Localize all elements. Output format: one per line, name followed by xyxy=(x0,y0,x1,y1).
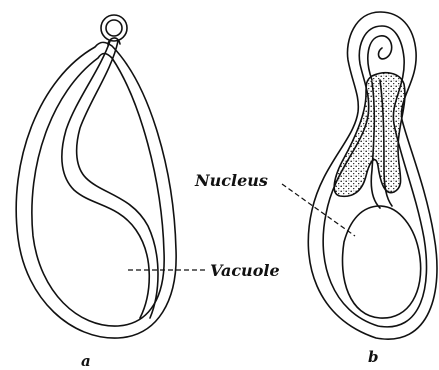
cell-a-outer-wall xyxy=(16,42,176,338)
label-nucleus: Nucleus xyxy=(194,171,268,190)
label-panel-b: b xyxy=(368,348,379,366)
cell-a-top-loop-inner xyxy=(106,20,122,36)
label-vacuole: Vacuole xyxy=(210,261,280,280)
cell-b-nucleus xyxy=(334,73,405,197)
label-panel-a: a xyxy=(81,352,91,370)
cell-b: b xyxy=(308,12,437,366)
cell-a: a xyxy=(16,15,176,370)
cell-a-top-loop xyxy=(101,15,127,41)
cell-b-vacuole xyxy=(343,206,421,318)
cell-a-strand xyxy=(62,41,149,318)
cell-a-inner-membrane xyxy=(32,54,164,327)
